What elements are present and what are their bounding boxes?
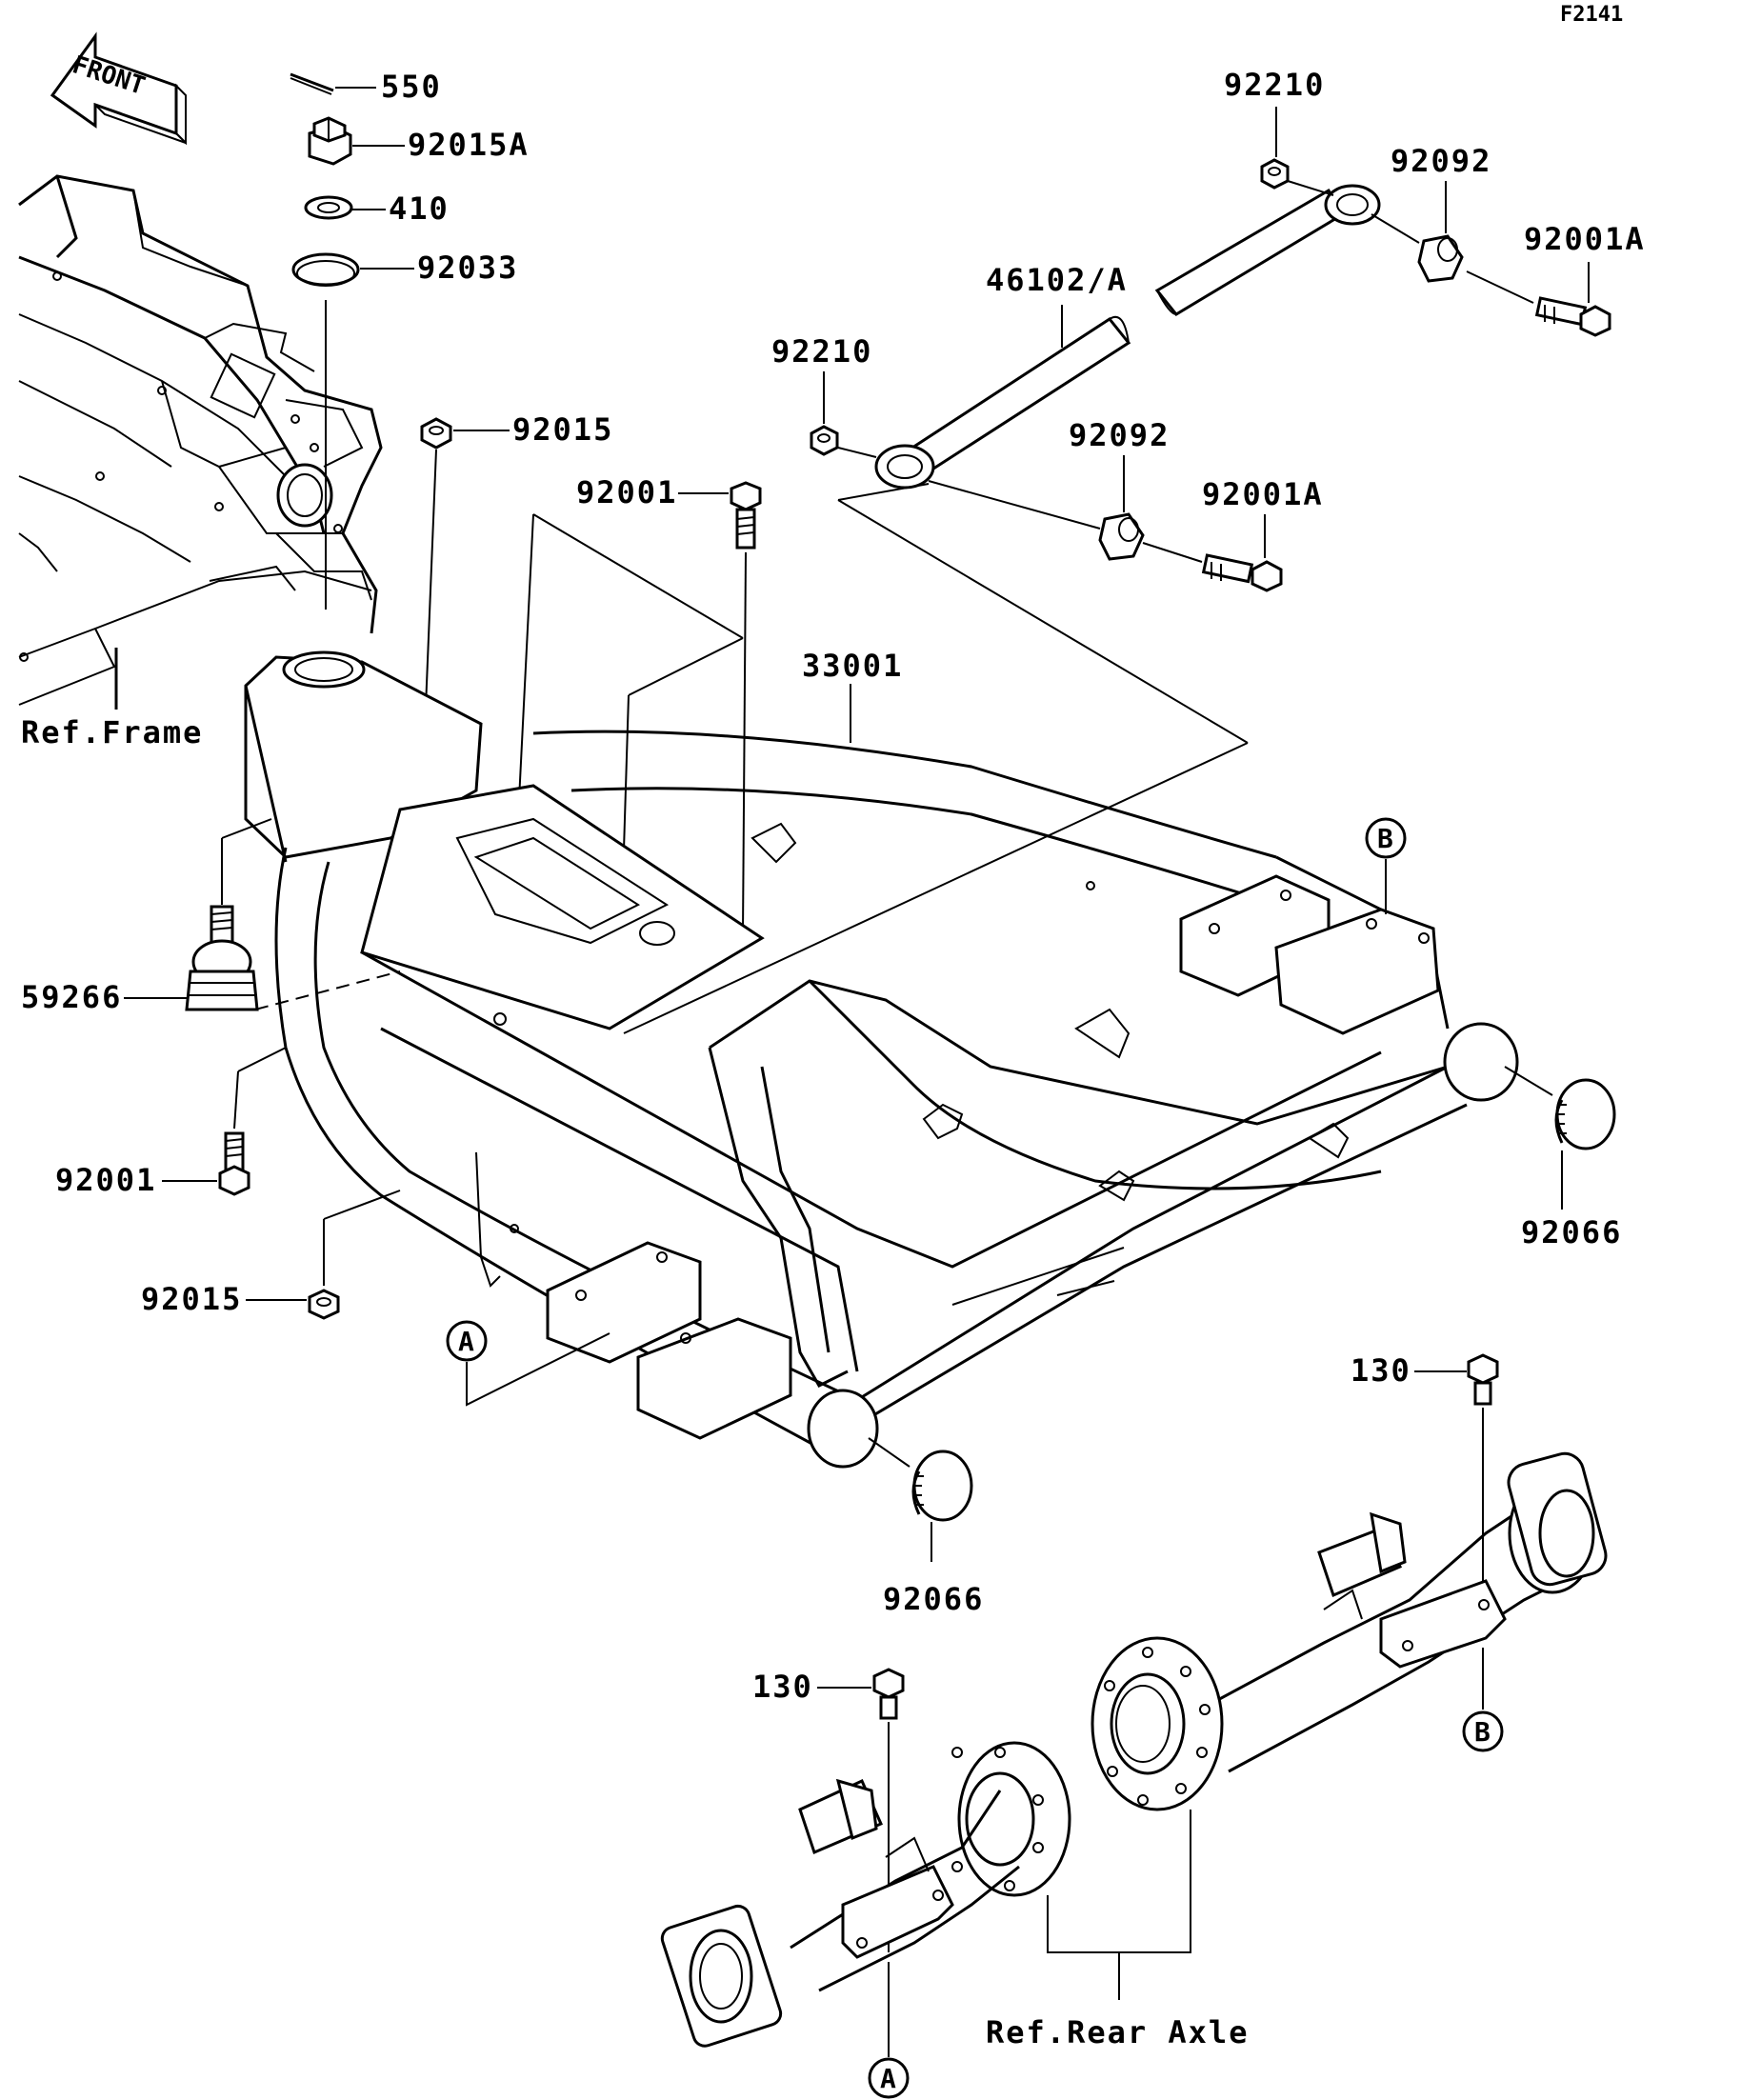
cap-right-icon xyxy=(1554,1078,1616,1150)
marker-b-right-label: B xyxy=(1377,823,1393,854)
part-label-swingarm: 33001 xyxy=(802,648,903,684)
part-label-washer: 410 xyxy=(389,190,450,227)
nut-upper-icon xyxy=(420,417,452,450)
part-label-tie-rod: 46102/A xyxy=(986,262,1128,298)
bushing-left-icon xyxy=(1098,512,1145,561)
bolt-lower-icon xyxy=(218,1131,250,1196)
part-label-bolt-right-lower: 92001A xyxy=(1202,476,1324,512)
tie-rod-nut-left-icon xyxy=(810,425,839,456)
bolt-axle-right-icon xyxy=(1467,1353,1499,1406)
part-label-cap-front: 92066 xyxy=(883,1581,984,1617)
part-label-bushing-right: 92092 xyxy=(1391,143,1491,179)
part-label-circlip: 92033 xyxy=(417,250,518,286)
cap-front-icon xyxy=(911,1450,973,1522)
marker-b-lower xyxy=(1462,1710,1504,1752)
diagram-code: F2141 xyxy=(1560,3,1623,27)
tie-rod-nut-top-icon xyxy=(1260,158,1290,190)
marker-b-lower-label: B xyxy=(1474,1716,1491,1748)
ball-joint-icon xyxy=(185,905,259,1011)
part-label-nut-lower: 92015 xyxy=(141,1281,242,1317)
axle-flange-disc-icon xyxy=(1091,1636,1224,1811)
axle-housing-left-icon xyxy=(660,1741,1071,2048)
part-label-tie-rod-nut-top: 92210 xyxy=(1224,67,1325,103)
bolt-right-top-icon xyxy=(1534,296,1611,337)
ref-frame-label: Ref.Frame xyxy=(21,714,203,750)
bolt-upper-icon xyxy=(730,481,762,550)
part-label-bolt-axle-right: 130 xyxy=(1351,1352,1411,1389)
swingarm-frame-icon xyxy=(244,650,1519,1469)
circlip-icon xyxy=(291,252,360,287)
frame-reference-drawing xyxy=(18,174,383,710)
part-label-castle-nut: 92015A xyxy=(408,127,530,163)
bushing-right-icon xyxy=(1417,234,1464,283)
tie-rod-icon xyxy=(874,184,1381,490)
part-label-nut-upper: 92015 xyxy=(512,411,613,448)
marker-a-bottom xyxy=(868,2057,910,2099)
nut-lower-icon xyxy=(308,1289,340,1320)
part-label-tie-rod-nut-left: 92210 xyxy=(771,333,872,370)
part-label-bolt-right-top: 92001A xyxy=(1524,221,1646,257)
bolt-right-lower-icon xyxy=(1201,553,1283,592)
cotter-pin-icon xyxy=(290,72,334,95)
castle-nut-icon xyxy=(308,116,352,166)
part-label-bolt-lower: 92001 xyxy=(55,1162,156,1198)
washer-icon xyxy=(304,195,353,220)
part-label-cotter-pin: 550 xyxy=(381,69,442,105)
marker-a-left-label: A xyxy=(458,1326,474,1357)
front-arrow-icon: FRONT xyxy=(50,31,187,146)
axle-housing-right-icon xyxy=(1199,1451,1608,1773)
part-label-bushing-left: 92092 xyxy=(1069,417,1170,453)
marker-b-right xyxy=(1365,817,1407,859)
part-label-bolt-upper: 92001 xyxy=(576,474,677,510)
part-label-bolt-axle-left: 130 xyxy=(752,1669,813,1705)
part-label-ball-joint: 59266 xyxy=(21,979,122,1015)
bolt-axle-left-icon xyxy=(872,1668,905,1720)
marker-a-bottom-label: A xyxy=(880,2063,896,2094)
marker-a-left xyxy=(446,1320,488,1362)
part-label-cap-right: 92066 xyxy=(1521,1214,1622,1250)
ref-rear-axle-label: Ref.Rear Axle xyxy=(986,2014,1249,2050)
